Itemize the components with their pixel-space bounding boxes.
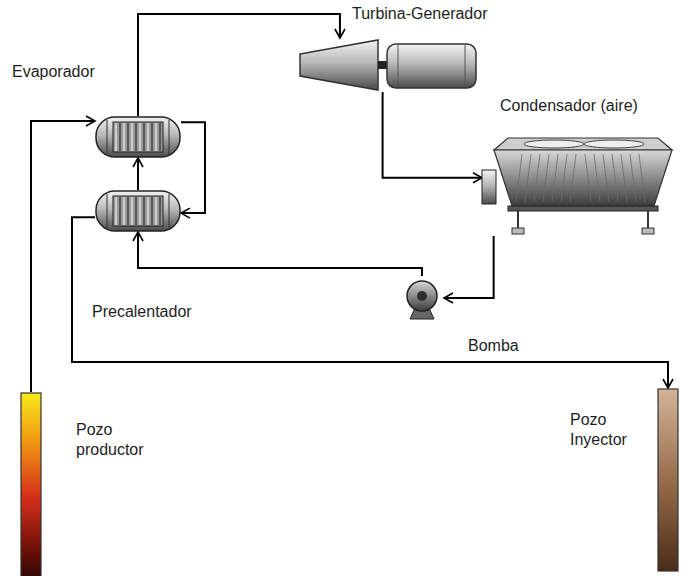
production-well: Pozo productor: [20, 392, 42, 576]
pipe-connector: [137, 158, 139, 190]
injection-well-outline: [657, 388, 679, 566]
equipment-label: Pozo Inyector: [570, 410, 650, 450]
equipment-label: Pozo productor: [76, 420, 172, 460]
preheater-vessel-outline: [95, 190, 181, 232]
pipe-connector: [138, 232, 422, 276]
preheater-vessel: Precalentador: [95, 190, 181, 232]
air-condenser-outline: [482, 132, 676, 236]
turbine-generator-outline: [298, 38, 478, 92]
turbine-generator: Turbina-Generador: [298, 38, 478, 92]
production-well-outline: [20, 392, 42, 576]
air-condenser: Condensador (aire): [482, 132, 676, 236]
equipment-label: Precalentador: [92, 302, 192, 322]
evaporator-vessel-outline: [95, 116, 181, 158]
equipment-label: Evaporador: [12, 62, 95, 82]
pipe-connector: [31, 121, 95, 392]
equipment-label: Condensador (aire): [500, 96, 638, 116]
pipe-connector: [72, 217, 668, 388]
evaporator-vessel: Evaporador: [95, 116, 181, 158]
pipe-connector: [181, 122, 205, 213]
equipment-label: Bomba: [468, 336, 519, 356]
pump-symbol-outline: [400, 276, 444, 320]
pump-symbol: Bomba: [400, 276, 444, 320]
equipment-label: Turbina-Generador: [352, 4, 487, 24]
injection-well: Pozo Inyector: [657, 388, 679, 566]
pipe-connector: [444, 236, 494, 298]
pipe-connector: [383, 92, 482, 178]
